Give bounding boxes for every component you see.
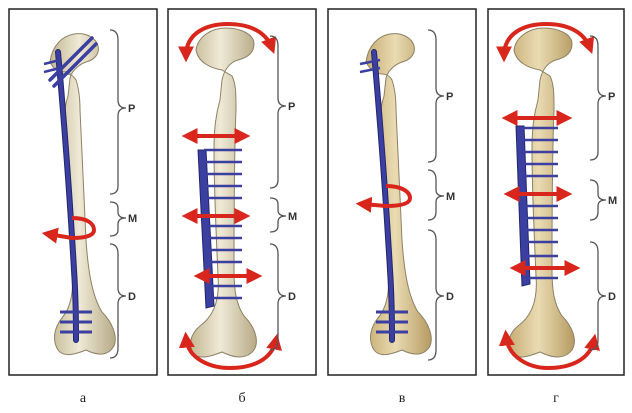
- panel-caption-d: г: [541, 392, 571, 406]
- label-proximal: P: [288, 101, 295, 113]
- panel-caption-b: б: [227, 392, 257, 406]
- panel-caption-c: в: [387, 392, 417, 406]
- panel-b: P M D: [168, 9, 316, 375]
- label-distal: D: [288, 291, 296, 303]
- label-middle: M: [446, 191, 455, 203]
- panel-a: P M D: [9, 9, 157, 375]
- label-middle: M: [128, 213, 137, 225]
- label-distal: D: [608, 291, 616, 303]
- label-distal: D: [446, 291, 454, 303]
- panel-d: P M D: [488, 9, 624, 375]
- label-middle: M: [608, 195, 617, 207]
- panel-caption-a: а: [68, 392, 98, 406]
- label-proximal: P: [608, 91, 615, 103]
- panel-c: P M D: [328, 9, 476, 375]
- label-distal: D: [128, 291, 136, 303]
- label-proximal: P: [446, 91, 453, 103]
- label-middle: M: [288, 211, 297, 223]
- label-proximal: P: [128, 103, 135, 115]
